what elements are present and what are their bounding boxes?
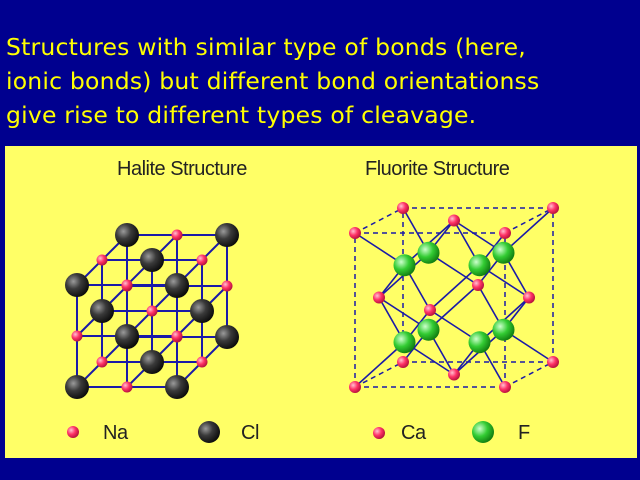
- cl-atom: [115, 324, 139, 348]
- legend: Na Cl Ca F: [67, 421, 531, 444]
- legend-na-label: Na: [103, 422, 129, 444]
- legend-na-atom: [67, 426, 79, 438]
- cl-atom: [165, 273, 189, 297]
- na-atom: [196, 254, 208, 266]
- na-atom: [171, 330, 183, 342]
- ca-atom: [448, 368, 460, 381]
- structure-panel: Halite Structure Fluorite Structure Na C…: [5, 146, 637, 458]
- cl-atom: [140, 248, 164, 272]
- ca-atom: [424, 304, 436, 316]
- cl-atom: [65, 375, 89, 399]
- ca-atom: [547, 202, 559, 214]
- cl-atom: [215, 223, 239, 247]
- na-atom: [146, 305, 158, 317]
- f-atom: [393, 331, 416, 354]
- cl-atom: [165, 375, 189, 399]
- cl-atom: [115, 223, 139, 247]
- f-atom: [492, 241, 515, 264]
- title-line-2: ionic bonds) but different bond orientat…: [6, 67, 540, 95]
- bond-line: [354, 341, 406, 388]
- bond-line: [502, 207, 554, 254]
- na-atom: [96, 254, 108, 266]
- cl-atom: [140, 350, 164, 374]
- ca-atom: [397, 202, 409, 214]
- legend-cl-atom: [198, 421, 220, 443]
- legend-ca-atom: [373, 427, 385, 439]
- cl-atom: [190, 299, 214, 323]
- na-atom: [196, 356, 208, 368]
- legend-f-label: F: [518, 422, 530, 444]
- cell-edge: [504, 361, 554, 388]
- bond-line: [427, 284, 479, 331]
- ca-atom: [448, 214, 460, 227]
- na-atom: [171, 229, 183, 241]
- fluorite-group: Fluorite Structure: [349, 158, 559, 393]
- title-line-3: give rise to different types of cleavage…: [6, 101, 477, 129]
- ca-atom: [547, 356, 559, 368]
- fluorite-atoms: [349, 202, 559, 393]
- na-atom: [221, 280, 233, 292]
- ca-atom: [397, 356, 409, 368]
- f-atom: [417, 318, 440, 341]
- ca-atom: [349, 381, 361, 393]
- title-line-1: Structures with similar type of bonds (h…: [6, 33, 526, 61]
- ca-atom: [499, 227, 511, 239]
- fluorite-title: Fluorite Structure: [365, 158, 510, 180]
- f-atom: [492, 318, 515, 341]
- cell-edge: [504, 207, 554, 234]
- ca-atom: [349, 227, 361, 239]
- cl-atom: [90, 299, 114, 323]
- ca-atom: [523, 291, 535, 304]
- halite-title: Halite Structure: [117, 158, 247, 180]
- cl-atom: [215, 325, 239, 349]
- legend-f-atom: [472, 421, 494, 443]
- ca-atom: [499, 381, 511, 393]
- structures-figure: Halite Structure Fluorite Structure Na C…: [65, 158, 559, 444]
- f-atom: [417, 241, 440, 264]
- na-atom: [121, 381, 133, 393]
- f-atom: [393, 254, 416, 277]
- cell-edge: [354, 361, 404, 388]
- f-atom: [468, 254, 491, 277]
- bond-line: [429, 264, 481, 311]
- halite-atoms: [65, 223, 239, 399]
- f-atom: [468, 331, 491, 354]
- na-atom: [121, 279, 133, 291]
- halite-group: Halite Structure: [65, 158, 248, 399]
- legend-ca-label: Ca: [401, 422, 427, 444]
- na-atom: [71, 330, 83, 342]
- cell-edge: [354, 207, 404, 234]
- ca-atom: [373, 291, 385, 304]
- legend-cl-label: Cl: [241, 422, 259, 444]
- slide-title: Structures with similar type of bonds (h…: [6, 30, 636, 132]
- na-atom: [96, 356, 108, 368]
- ca-atom: [472, 279, 484, 291]
- cl-atom: [65, 273, 89, 297]
